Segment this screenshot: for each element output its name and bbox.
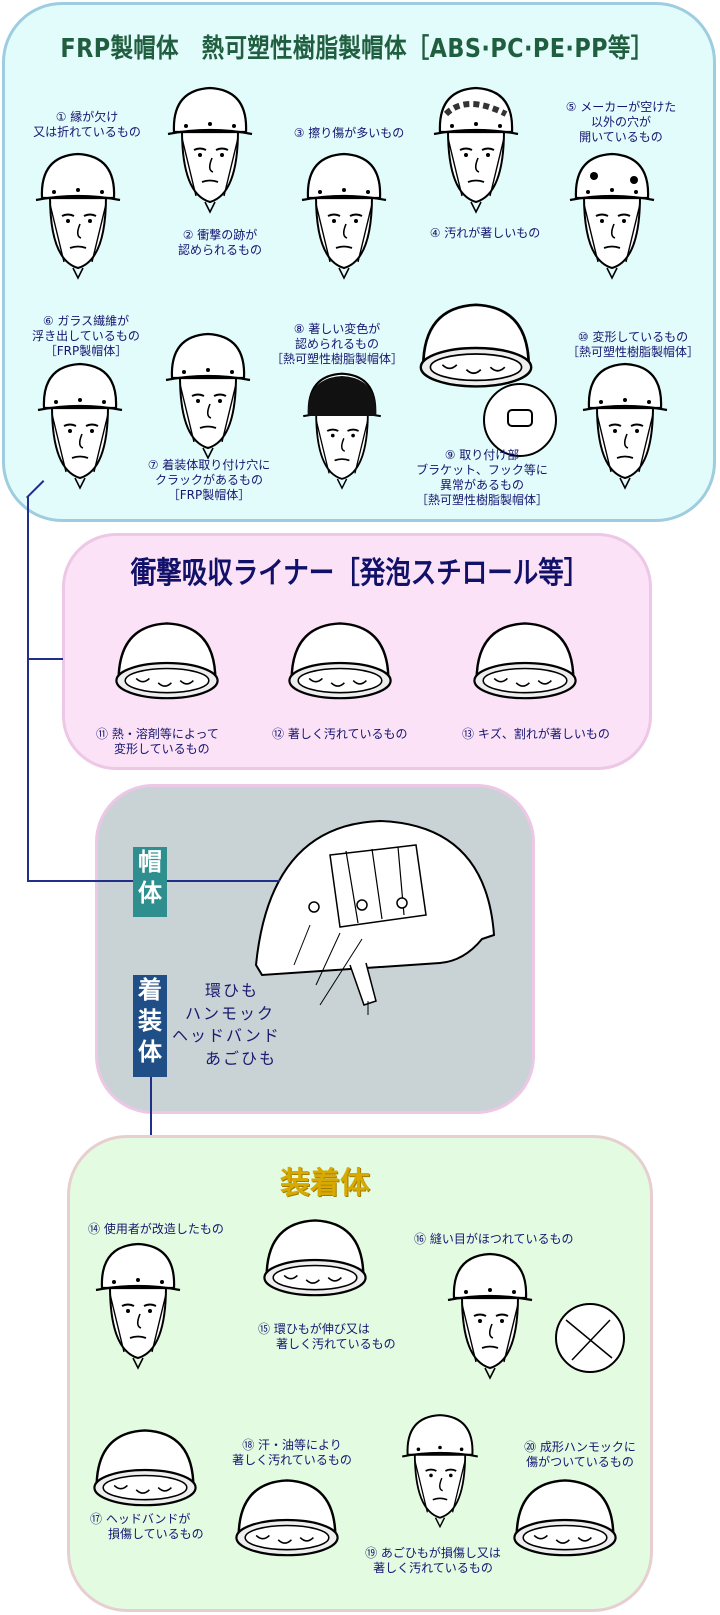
part-label-ring-strap: 環ひも [205, 981, 260, 1000]
harness-figure-16-detail [552, 1300, 628, 1376]
shell-label-10: ⑩ 変形しているもの［熱可塑性樹脂製帽体］ [566, 330, 699, 359]
harness-label-17: ⑰ ヘッドバンドが損傷しているもの [90, 1512, 204, 1541]
connector-wear [150, 1077, 152, 1136]
harness-label-20: ⑳ 成形ハンモックに傷がついているもの [524, 1440, 636, 1469]
harness-label-19: ⑲ あごひもが損傷し又は著しく汚れているもの [365, 1546, 501, 1575]
connector-hat [27, 880, 133, 882]
helmet-figure-06 [30, 360, 130, 490]
part-label-chin-strap: あごひも [205, 1049, 278, 1068]
part-label-hammock: ハンモック [185, 1004, 276, 1023]
shell-label-08: ⑧ 著しい変色が認められるもの［熱可塑性樹脂製帽体］ [270, 322, 403, 366]
shell-label-01: ① 縁が欠け又は折れているもの [33, 110, 141, 139]
liner-label-12: ⑫ 著しく汚れているもの [272, 727, 408, 741]
connector-hat-right [167, 880, 280, 882]
connector-liner [27, 658, 63, 660]
helmet-figure-01 [28, 150, 128, 280]
shell-label-02: ② 衝撃の跡が認められるもの [177, 228, 262, 257]
harness-figure-18 [232, 1475, 342, 1565]
harness-figure-15 [260, 1215, 370, 1305]
harness-label-14: ⑭ 使用者が改造したもの [88, 1222, 224, 1236]
liner-figure-11 [112, 618, 222, 708]
helmet-figure-03 [294, 150, 394, 280]
shell-label-06: ⑥ ガラス繊維が浮き出しているもの［FRP製帽体］ [32, 314, 140, 358]
harness-figure-14 [88, 1240, 188, 1370]
liner-title: 衝撃吸収ライナー［発泡スチロール等］ [130, 556, 590, 591]
liner-label-11: ⑪ 熱・溶剤等によって変形しているもの [96, 727, 219, 756]
harness-label-15: ⑮ 環ひもが伸び又は著しく汚れているもの [258, 1322, 396, 1351]
harness-figure-16 [440, 1250, 540, 1380]
helmet-figure-07 [158, 330, 258, 460]
helmet-figure-02 [160, 84, 260, 214]
harness-label-18: ⑱ 汗・油等により著しく汚れているもの [232, 1438, 352, 1467]
helmet-figure-04 [426, 84, 526, 214]
shell-label-04: ④ 汚れが著しいもの [429, 226, 541, 240]
liner-figure-13 [470, 618, 580, 708]
harness-figure-17 [90, 1425, 200, 1515]
shell-label-07: ⑦ 着装体取り付け穴にクラックがあるもの［FRP製帽体］ [147, 458, 271, 502]
shell-label-09: ⑨ 取り付け部ブラケット、フック等に異常があるもの［熱可塑性樹脂製帽体］ [415, 448, 548, 507]
helmet-figure-10 [570, 360, 680, 490]
shell-label-05: ⑤ メーカーが空けた以外の穴が開いているもの [565, 100, 677, 144]
helmet-figure-09-detail [480, 380, 560, 460]
helmet-diagram [250, 815, 500, 1015]
connector-shell-vertical [27, 497, 29, 882]
wearing-body-tag: 着装体 [133, 975, 167, 1077]
part-label-headband: ヘッドバンド [172, 1026, 281, 1045]
harness-title: 装着体 [280, 1166, 370, 1201]
shell-label-03: ③ 擦り傷が多いもの [293, 126, 405, 140]
hat-body-tag: 帽体 [133, 847, 167, 917]
liner-figure-12 [285, 618, 395, 708]
harness-figure-20 [510, 1475, 620, 1565]
harness-label-16: ⑯ 縫い目がほつれているもの [414, 1232, 574, 1246]
harness-figure-19 [395, 1410, 485, 1530]
shell-title: FRP製帽体 熱可塑性樹脂製帽体［ABS·PC·PE·PP等］ [60, 34, 654, 64]
helmet-figure-08 [292, 370, 392, 490]
helmet-figure-05 [562, 150, 662, 280]
liner-label-13: ⑬ キズ、割れが著しいもの [462, 727, 610, 741]
